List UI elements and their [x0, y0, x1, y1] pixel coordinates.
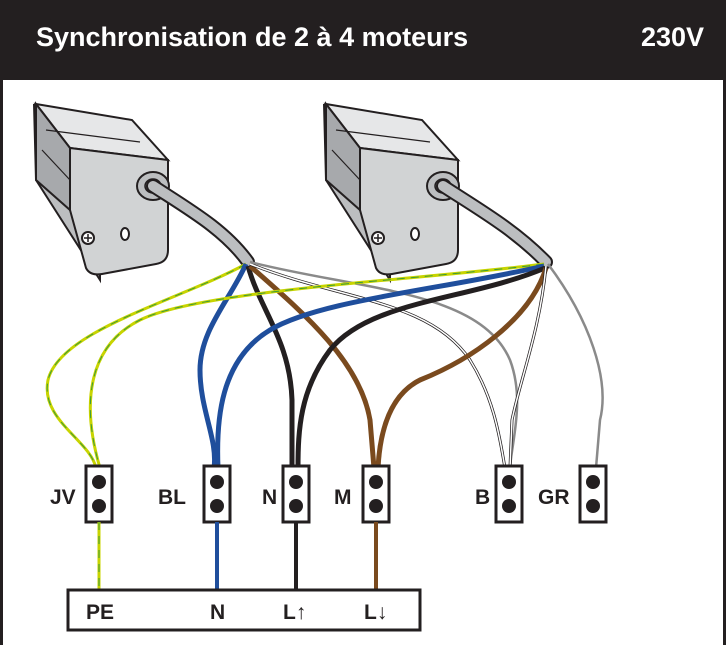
title-bar: Synchronisation de 2 à 4 moteurs 230V	[0, 0, 726, 80]
terminal-label-m: M	[334, 486, 352, 509]
terminal-m	[361, 464, 391, 524]
voltage-label: 230V	[640, 22, 704, 52]
terminal-label-bl: BL	[158, 486, 186, 509]
supply-label-l-down: L↓	[364, 601, 387, 624]
motor-right-icon	[323, 101, 553, 284]
terminal-blocks	[84, 464, 608, 524]
terminal-n	[281, 464, 311, 524]
terminal-bl	[202, 464, 232, 524]
terminal-b	[494, 464, 524, 524]
terminal-gr	[578, 464, 608, 524]
terminal-label-b: B	[475, 486, 490, 509]
supply-leads	[97, 522, 378, 590]
terminal-label-gr: GR	[538, 486, 570, 509]
wires-motor-left	[45, 260, 519, 469]
supply-label-l-up: L↑	[283, 601, 306, 624]
supply-label-pe: PE	[86, 601, 114, 624]
terminal-label-jv: JV	[50, 486, 76, 509]
diagram-title: Synchronisation de 2 à 4 moteurs	[36, 22, 469, 52]
motor-left-icon	[33, 101, 255, 284]
diagram-frame	[0, 70, 726, 645]
terminal-jv	[84, 464, 114, 524]
terminal-label-n: N	[262, 486, 277, 509]
supply-label-n: N	[210, 601, 225, 624]
supply-box	[66, 588, 422, 632]
wires-motor-right	[88, 262, 604, 469]
